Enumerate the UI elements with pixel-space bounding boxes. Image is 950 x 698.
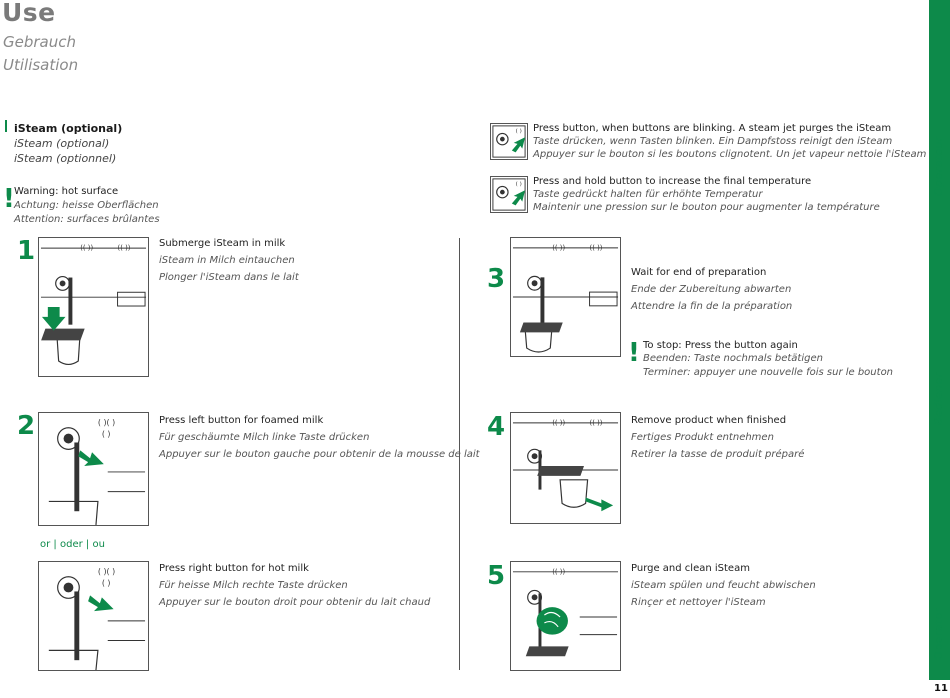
isteam-title-de: iSteam (optional) (14, 137, 110, 150)
section-marker (5, 120, 7, 132)
step-5-text-de: iSteam spülen und feucht abwischen (631, 580, 816, 591)
step-3-text-fr: Attendre la fin de la préparation (631, 301, 793, 312)
svg-text:(( )): (( )) (590, 244, 603, 252)
step-1-text-fr: Plonger l'iSteam dans le lait (159, 272, 299, 283)
sidebar-label-operator: Operator (932, 607, 945, 660)
stop-text-fr: Terminer: appuyer une nouvelle fois sur … (643, 367, 894, 378)
illustration-step-2: ( )( ) ( ) (38, 412, 149, 526)
intro-2-text-fr: Maintenir une pression sur le bouton pou… (533, 202, 880, 213)
page-title: Use (2, 0, 56, 27)
warning-text-fr: Attention: surfaces brûlantes (14, 214, 160, 225)
step-1-text-de: iSteam in Milch eintauchen (159, 255, 295, 266)
sidebar-label-bediener: Bediener (932, 372, 945, 425)
svg-text:( ): ( ) (102, 579, 111, 588)
svg-text:(( )): (( )) (552, 419, 565, 427)
svg-text:( )( ): ( )( ) (98, 567, 115, 576)
svg-text:( ): ( ) (102, 430, 111, 439)
step-4-text-fr: Retirer la tasse de produit préparé (631, 449, 805, 460)
illustration-step-4: (( )) (( )) (510, 412, 621, 524)
svg-text:(( )): (( )) (552, 568, 565, 576)
intro-2-text-de: Taste gedrückt halten für erhöhte Temper… (533, 189, 763, 200)
illustration-step-1: (( )) (( )) (38, 237, 149, 377)
stop-text-de: Beenden: Taste nochmals betätigen (643, 353, 823, 364)
page-subtitle-fr: Utilisation (3, 56, 79, 74)
warning-text-de: Achtung: heisse Oberflächen (14, 200, 159, 211)
step-2b-text-fr: Appuyer sur le bouton droit pour obtenir… (159, 597, 431, 608)
illustration-step-2b: ( )( ) ( ) (38, 561, 149, 671)
sidebar-label-operateur: Operateur (932, 136, 945, 196)
intro-2-text: Press and hold button to increase the fi… (533, 176, 812, 187)
column-divider (459, 238, 460, 670)
svg-text:(( )): (( )) (80, 244, 93, 252)
illustration-button-purge: ( ) (490, 123, 528, 160)
illustration-button-hold: ( ) (490, 176, 528, 213)
intro-1-text-fr: Appuyer sur le bouton si les boutons cli… (533, 149, 927, 160)
sidebar-stripe (929, 0, 950, 680)
intro-1-text-de: Taste drücken, wenn Tasten blinken. Ein … (533, 136, 893, 147)
or-separator-1: | (53, 539, 57, 550)
step-5-text: Purge and clean iSteam (631, 563, 750, 574)
step-3-text: Wait for end of preparation (631, 267, 767, 278)
stop-warning-icon: ! (628, 338, 640, 368)
or-separator-2: | (85, 539, 90, 550)
warning-text: Warning: hot surface (14, 186, 119, 197)
step-2b-text: Press right button for hot milk (159, 563, 309, 574)
step-3-number: 3 (487, 264, 506, 294)
svg-text:( ): ( ) (516, 182, 522, 188)
step-2b-text-de: Für heisse Milch rechte Taste drücken (159, 580, 348, 591)
illustration-step-3: (( )) (( )) (510, 237, 621, 357)
illustration-step-5: (( )) (510, 561, 621, 671)
step-1-text: Submerge iSteam in milk (159, 238, 286, 249)
step-2-text: Press left button for foamed milk (159, 415, 324, 426)
or-line: or | oder | ou (40, 539, 105, 550)
step-4-number: 4 (487, 412, 506, 442)
step-1-number: 1 (17, 236, 36, 266)
step-4-text-de: Fertiges Produkt entnehmen (631, 432, 774, 443)
or-en: or (40, 539, 51, 550)
step-5-number: 5 (487, 561, 506, 591)
step-3-text-de: Ende der Zubereitung abwarten (631, 284, 792, 295)
svg-text:( ): ( ) (516, 129, 522, 135)
warning-icon: ! (3, 184, 15, 214)
step-2-number: 2 (17, 411, 36, 441)
or-de: oder (59, 539, 83, 550)
step-2-text-fr: Appuyer sur le bouton gauche pour obteni… (159, 449, 480, 460)
page-subtitle-de: Gebrauch (3, 33, 76, 51)
svg-text:(( )): (( )) (590, 419, 603, 427)
svg-text:( )( ): ( )( ) (98, 418, 115, 427)
isteam-title-fr: iSteam (optionnel) (14, 152, 117, 165)
isteam-title: iSteam (optional) (14, 122, 123, 135)
page-number: 11 (934, 683, 948, 694)
step-4-text: Remove product when finished (631, 415, 787, 426)
or-fr: ou (92, 539, 105, 550)
intro-1-text: Press button, when buttons are blinking.… (533, 123, 892, 134)
stop-text: To stop: Press the button again (643, 340, 798, 351)
svg-text:(( )): (( )) (552, 244, 565, 252)
svg-text:(( )): (( )) (118, 244, 131, 252)
step-5-text-fr: Rinçer et nettoyer l'iSteam (631, 597, 766, 608)
step-2-text-de: Für geschäumte Milch linke Taste drücken (159, 432, 370, 443)
